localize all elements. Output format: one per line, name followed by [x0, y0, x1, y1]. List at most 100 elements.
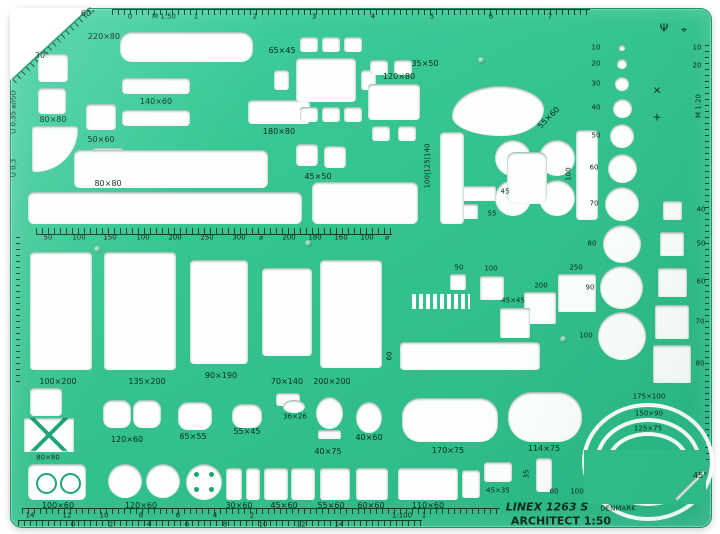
dimension-label: 135×200: [128, 377, 166, 386]
dimension-label: 45×35: [486, 486, 510, 495]
dimension-label: 180×80: [262, 127, 296, 136]
table-cutout: [248, 100, 310, 124]
cabinet-cutout: [30, 388, 62, 416]
scale-number: 200: [168, 233, 182, 242]
middle-scale-ruler: [36, 228, 392, 235]
stair-comb-cutout: [412, 294, 470, 309]
ruler-number: 14: [334, 520, 344, 529]
ruler-number: 4: [146, 520, 152, 529]
ruler-number: 6: [175, 511, 181, 520]
chair-cutout: [300, 107, 318, 122]
ruler-number: 1: [193, 12, 199, 21]
hotplate-cutout: [186, 464, 222, 500]
dimension-label: 45: [500, 187, 510, 196]
chair-cutout: [300, 37, 318, 52]
counter-cutout: [312, 182, 418, 224]
dimension-label: 100: [570, 487, 584, 496]
cross-symbol-icon: ×: [652, 83, 662, 97]
circle-cutout: [617, 59, 627, 69]
dimension-label: 200×200: [313, 377, 351, 386]
chair-cutout: [322, 107, 340, 122]
dimension-label: 80×80: [36, 453, 60, 462]
dimension-label: 40×60: [355, 433, 383, 442]
sink-cutout: [232, 404, 262, 428]
dimension-label: 175×100: [632, 392, 666, 401]
diameter-number: 70: [589, 199, 599, 208]
square-cutout: [450, 274, 466, 290]
dimension-label: 45×50: [304, 172, 332, 181]
dining-table-cutout: [296, 58, 356, 102]
dimension-label: 100: [484, 264, 498, 273]
drafting-symbol-icon: ⌖: [681, 25, 687, 36]
basin-cutout: [283, 400, 305, 413]
ruler-number: 1: [421, 511, 427, 520]
cabinet-cutout: [291, 468, 315, 500]
dimension-label: 60×60: [357, 501, 385, 510]
wardrobe-cutout: [30, 252, 92, 370]
country-text: DENMARK: [600, 504, 636, 513]
scale-number: 100: [360, 233, 374, 242]
plus-symbol-icon: +: [652, 110, 662, 124]
dimension-label: 220×80: [87, 32, 121, 41]
bottom-ruler: [22, 508, 500, 514]
table-cutout: [122, 110, 190, 126]
right-edge-ruler: [705, 40, 709, 460]
bed-cutout: [320, 260, 382, 368]
diameter-symbol: ⌀: [384, 233, 390, 242]
dimension-label: 90×190: [204, 371, 238, 380]
diameter-number: 60: [589, 163, 599, 172]
cabinet-cutout: [86, 104, 116, 130]
dimension-label: 30×60: [225, 501, 253, 510]
diameter-number: 90: [585, 283, 595, 292]
scale-number: 250: [200, 233, 214, 242]
diameter-number: 20: [591, 59, 601, 68]
square-cutout: [658, 268, 687, 297]
wardrobe-cutout: [104, 252, 176, 370]
dimension-label: 100: [564, 167, 573, 181]
chair-cutout: [372, 126, 390, 141]
brand-text: LINEX 1263 S: [505, 500, 589, 514]
cabinet-cutout: [462, 470, 480, 498]
dimension-label: 100|125|140: [423, 143, 432, 189]
bottom-edge-ruler: [18, 520, 422, 526]
chair-cutout: [344, 107, 362, 122]
cabinet-cutout: [320, 468, 350, 500]
square-cutout: [653, 345, 691, 383]
square-cutout: [558, 274, 596, 312]
toilet-cutout: [316, 397, 343, 429]
angle-label: 45°: [692, 471, 708, 480]
counter-cutout: [440, 132, 464, 224]
square-size-number: 50: [696, 239, 706, 248]
dimension-label: 250: [569, 263, 583, 272]
square-cutout: [660, 232, 684, 256]
dimension-label: 50: [454, 263, 464, 272]
hotplate-dot: [209, 472, 214, 477]
ruler-number: 5: [429, 12, 435, 21]
ruler-number: 2: [249, 511, 255, 520]
ruler-number: 4: [212, 511, 218, 520]
bathtub-cutout: [508, 392, 582, 442]
ruler-number: 10: [692, 43, 702, 52]
diameter-number: 30: [591, 79, 601, 88]
dimension-label: 40×75: [314, 447, 342, 456]
ruler-number: 12: [62, 511, 72, 520]
dimension-label: 114×75: [527, 444, 561, 453]
ruler-number: 3: [311, 12, 317, 21]
dimension-label: 200: [534, 281, 548, 290]
cabinet-cutout: [246, 468, 260, 500]
dimension-label: 100×60: [41, 501, 75, 510]
ruler-number: 0: [127, 12, 133, 21]
dimension-label: 120×60: [110, 435, 144, 444]
dimension-label: 80×80: [94, 179, 122, 188]
circle-cutout: [605, 187, 639, 221]
diameter-number: 10: [591, 43, 601, 52]
diameter-number: 50: [591, 131, 601, 140]
ruler-number: 12: [296, 520, 306, 529]
dimension-label: 65×45: [268, 46, 296, 55]
dining-table-cutout: [368, 84, 420, 120]
chair-cutout: [322, 37, 340, 52]
diameter-number: 100: [579, 331, 593, 340]
dimension-label: 125×75: [633, 424, 663, 433]
ruler-number: 8: [138, 511, 144, 520]
bathtub-cutout: [402, 398, 498, 442]
